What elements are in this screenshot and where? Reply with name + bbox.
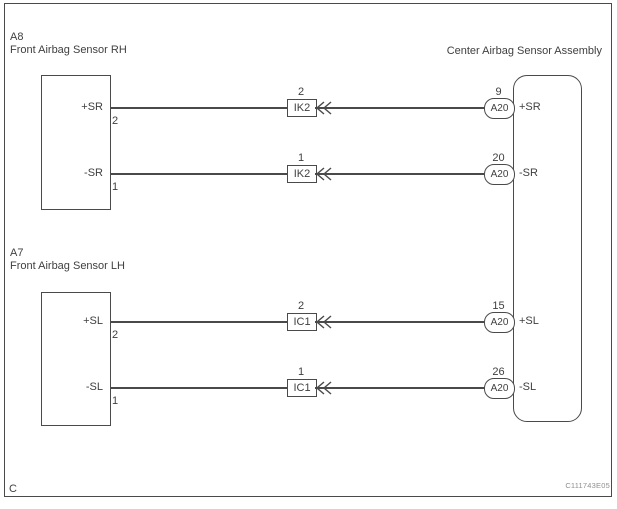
sensor-pin-number: 2: [112, 115, 119, 127]
connector-pin-number: 1: [297, 152, 305, 164]
wire-segment: [110, 173, 287, 175]
double-left-chevron-icon: [316, 167, 332, 181]
sensor-a7-name: Front Airbag Sensor LH: [10, 260, 125, 272]
inline-connector-box: IC1: [287, 379, 317, 397]
wire-segment: [315, 173, 484, 175]
ecu-pin-number: 20: [492, 152, 505, 164]
ecu-pin-label: +SR: [519, 101, 541, 113]
sensor-lh-box: [41, 292, 111, 426]
ecu-connector-oval: A20: [484, 164, 515, 185]
ecu-pin-label: +SL: [519, 315, 539, 327]
inline-connector-box: IK2: [287, 99, 317, 117]
sensor-pin-label: +SR: [81, 101, 103, 113]
ecu-connector-oval: A20: [484, 98, 515, 119]
diagram-outer-border: [4, 3, 612, 497]
diagram-corner-label: C: [9, 483, 17, 495]
assembly-title: Center Airbag Sensor Assembly: [446, 45, 602, 57]
sensor-rh-box: [41, 75, 111, 210]
double-left-chevron-icon: [316, 315, 332, 329]
ecu-pin-number: 26: [492, 366, 505, 378]
assembly-box: [513, 75, 582, 422]
sensor-a7-id: A7: [10, 247, 24, 259]
sensor-pin-label: +SL: [83, 315, 103, 327]
ecu-connector-oval: A20: [484, 378, 515, 399]
wire-segment: [110, 387, 287, 389]
inline-connector-box: IK2: [287, 165, 317, 183]
wire-segment: [315, 107, 484, 109]
double-left-chevron-icon: [316, 101, 332, 115]
wire-segment: [110, 321, 287, 323]
sensor-pin-number: 1: [112, 395, 119, 407]
sensor-a8-name: Front Airbag Sensor RH: [10, 44, 127, 56]
connector-pin-number: 1: [297, 366, 305, 378]
ecu-pin-number: 15: [492, 300, 505, 312]
connector-pin-number: 2: [297, 86, 305, 98]
ecu-connector-oval: A20: [484, 312, 515, 333]
connector-pin-number: 2: [297, 300, 305, 312]
figure-id-label: C111743E05: [565, 481, 610, 490]
sensor-a8-id: A8: [10, 31, 24, 43]
sensor-pin-number: 2: [112, 329, 119, 341]
sensor-pin-number: 1: [112, 181, 119, 193]
inline-connector-box: IC1: [287, 313, 317, 331]
sensor-pin-label: -SL: [85, 381, 103, 393]
ecu-pin-label: -SR: [519, 167, 538, 179]
double-left-chevron-icon: [316, 381, 332, 395]
wire-segment: [315, 321, 484, 323]
ecu-pin-label: -SL: [519, 381, 537, 393]
wire-segment: [315, 387, 484, 389]
wire-segment: [110, 107, 287, 109]
ecu-pin-number: 9: [495, 86, 502, 98]
sensor-pin-label: -SR: [84, 167, 103, 179]
